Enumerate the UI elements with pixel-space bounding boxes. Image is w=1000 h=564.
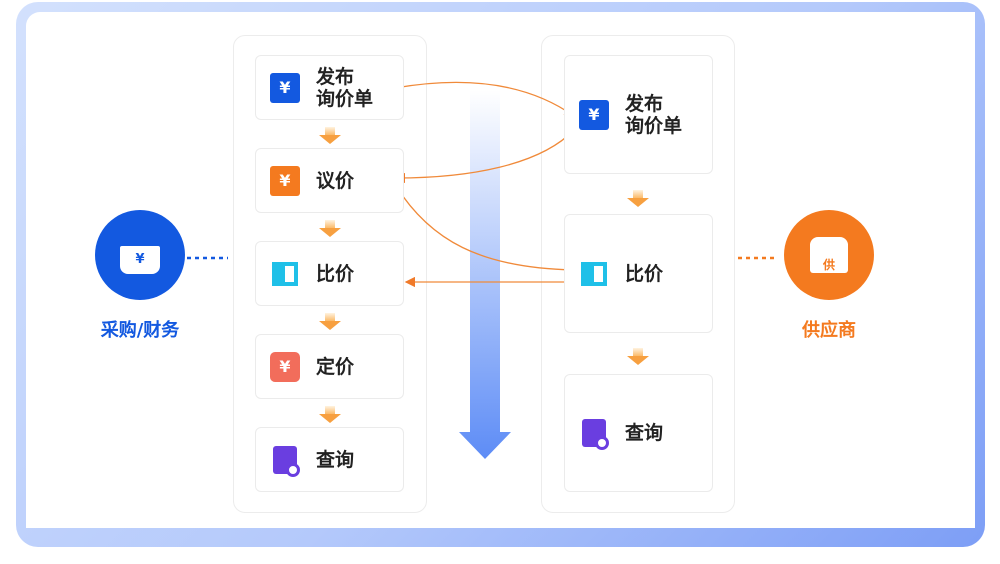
step-label: 查询 xyxy=(316,448,355,471)
left-step-publish[interactable]: ¥ 发布 询价单 xyxy=(255,55,404,120)
step-label: 查询 xyxy=(625,422,664,444)
right-step-compare[interactable]: 比价 xyxy=(564,214,713,333)
step-label: 比价 xyxy=(316,262,355,285)
step-label: 发布 询价单 xyxy=(625,92,683,137)
negotiate-connector xyxy=(394,129,575,184)
step-label: 定价 xyxy=(316,355,355,378)
basket-icon: ¥ xyxy=(120,246,160,274)
step-label: 比价 xyxy=(625,262,664,285)
compare-icon xyxy=(579,259,609,289)
buyer-avatar: ¥ xyxy=(95,210,185,300)
price-tag-icon: ¥ xyxy=(579,99,609,130)
down-arrow-icon xyxy=(627,190,649,208)
left-step-query[interactable]: 查询 xyxy=(255,427,404,492)
supplier-label: 供应商 xyxy=(802,320,856,341)
left-step-negotiate[interactable]: ¥ 议价 xyxy=(255,148,404,213)
search-document-icon xyxy=(270,445,300,477)
compare-connector-right xyxy=(395,185,576,276)
supplier-avatar: 供 xyxy=(784,210,874,300)
left-step-pricing[interactable]: ¥ 定价 xyxy=(255,334,404,399)
down-arrow-icon xyxy=(319,220,341,238)
buyer-label: 采购/财务 xyxy=(100,320,180,341)
shop-icon: 供 xyxy=(810,237,848,273)
yen-icon: ¥ xyxy=(270,351,300,382)
right-step-query[interactable]: 查询 xyxy=(564,374,713,492)
down-arrow-icon xyxy=(319,406,341,424)
left-step-compare[interactable]: 比价 xyxy=(255,241,404,306)
step-label: 议价 xyxy=(316,169,355,192)
price-tag-icon: ¥ xyxy=(270,72,300,103)
down-arrow-icon xyxy=(627,348,649,366)
publish-connector xyxy=(394,81,576,117)
compare-icon xyxy=(270,259,300,289)
step-label: 发布 询价单 xyxy=(316,65,374,110)
time-direction-arrow xyxy=(459,90,511,459)
search-document-icon xyxy=(579,418,609,450)
right-step-publish[interactable]: ¥ 发布 询价单 xyxy=(564,55,713,174)
yen-bubble-icon: ¥ xyxy=(270,165,300,196)
down-arrow-icon xyxy=(319,127,341,145)
down-arrow-icon xyxy=(319,313,341,331)
